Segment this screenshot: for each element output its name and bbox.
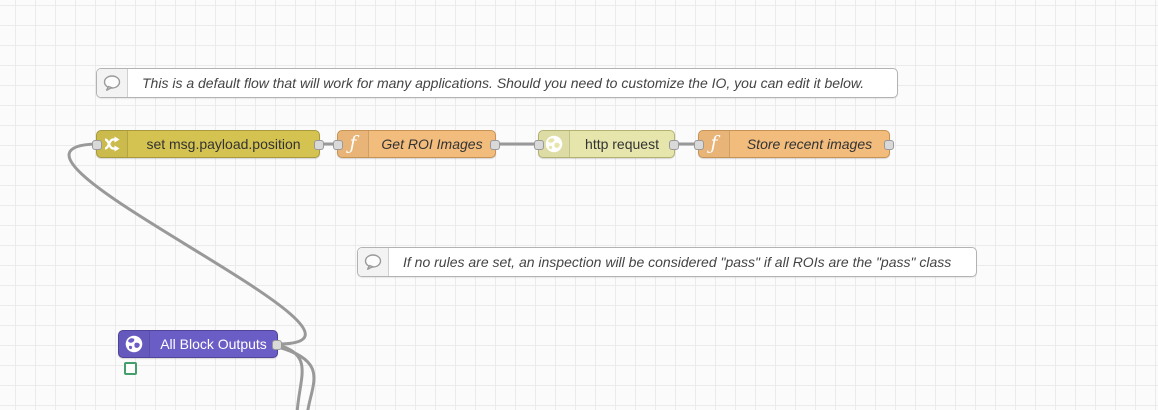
comment-node-default-flow[interactable]: This is a default flow that will work fo… [96, 68, 898, 98]
node-store-recent-images[interactable]: ƒ Store recent images [694, 130, 894, 158]
output-port[interactable] [669, 140, 679, 150]
speech-bubble-icon [358, 248, 389, 276]
comment-text: This is a default flow that will work fo… [142, 75, 865, 91]
node-label: http request [585, 136, 659, 152]
node-get-roi-images[interactable]: ƒ Get ROI Images [333, 130, 500, 158]
function-icon: ƒ [338, 131, 369, 157]
output-port[interactable] [490, 140, 500, 150]
node-all-block-outputs[interactable]: All Block Outputs [118, 330, 282, 358]
node-http-request[interactable]: http request [534, 130, 679, 158]
node-set-msg-payload-position[interactable]: set msg.payload.position [92, 130, 324, 158]
wire[interactable] [276, 345, 316, 410]
wire[interactable] [67, 142, 307, 346]
shuffle-icon [97, 131, 128, 157]
comment-text: If no rules are set, an inspection will … [403, 254, 952, 270]
input-port[interactable] [694, 140, 704, 150]
output-port[interactable] [272, 340, 282, 350]
globe-icon [539, 131, 570, 157]
node-label: All Block Outputs [160, 336, 267, 352]
status-indicator [124, 362, 137, 375]
input-port[interactable] [92, 140, 102, 150]
output-port[interactable] [314, 140, 324, 150]
function-icon: ƒ [699, 131, 730, 157]
input-port[interactable] [333, 140, 343, 150]
speech-bubble-icon [97, 69, 128, 97]
input-port[interactable] [534, 140, 544, 150]
node-label: Get ROI Images [381, 136, 483, 152]
node-label: set msg.payload.position [146, 136, 301, 152]
node-label: Store recent images [746, 136, 873, 152]
output-port[interactable] [884, 140, 894, 150]
comment-node-rules[interactable]: If no rules are set, an inspection will … [357, 247, 977, 277]
globe-icon [119, 331, 150, 357]
